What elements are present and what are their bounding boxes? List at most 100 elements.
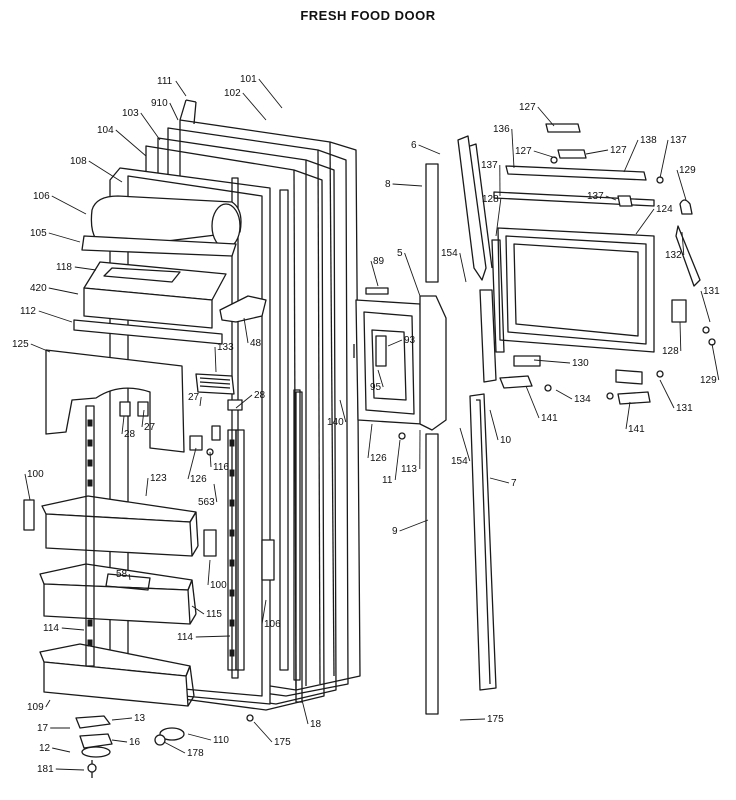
callout-c181: 181 bbox=[37, 764, 54, 775]
callout-c126a: 126 bbox=[190, 474, 207, 485]
leader-c100b bbox=[207, 559, 211, 586]
callout-c154a: 154 bbox=[441, 248, 458, 259]
callout-c93: 93 bbox=[404, 335, 416, 346]
callout-c129a: 129 bbox=[679, 165, 696, 176]
leader-c127a bbox=[537, 106, 555, 127]
leader-c103 bbox=[140, 112, 161, 141]
leader-c48 bbox=[243, 317, 249, 344]
callout-c13: 13 bbox=[134, 713, 146, 724]
callout-c125: 125 bbox=[12, 339, 29, 350]
bracket-48 bbox=[219, 295, 267, 323]
callout-c8a: 8 bbox=[385, 179, 391, 190]
leader-c105 bbox=[48, 232, 81, 243]
callout-c111: 111 bbox=[157, 76, 173, 87]
leader-c28a bbox=[235, 394, 253, 409]
leader-c27a bbox=[199, 396, 202, 407]
leader-c116 bbox=[209, 451, 212, 468]
leader-c129a bbox=[676, 169, 687, 201]
callout-c138: 138 bbox=[640, 135, 657, 146]
callout-c141a: 141 bbox=[541, 413, 558, 424]
callout-c128a: 128 bbox=[482, 194, 499, 205]
callout-c178: 178 bbox=[187, 748, 204, 759]
leader-c124 bbox=[635, 208, 655, 235]
callout-c115: 115 bbox=[206, 609, 222, 620]
leader-c16 bbox=[111, 739, 128, 743]
callout-c11: 11 bbox=[382, 475, 393, 486]
callout-c116: 116 bbox=[213, 462, 229, 473]
callout-c130: 130 bbox=[572, 358, 589, 369]
callout-c132: 132 bbox=[665, 250, 682, 261]
callout-c105: 105 bbox=[30, 228, 47, 239]
leader-c115 bbox=[191, 605, 205, 615]
callout-c103: 103 bbox=[122, 108, 139, 119]
leader-c106a bbox=[51, 195, 87, 215]
leader-c11 bbox=[394, 439, 401, 481]
callout-c89: 89 bbox=[373, 256, 385, 267]
callout-c127b: 127 bbox=[515, 146, 532, 157]
callout-c104: 104 bbox=[97, 125, 114, 136]
leader-c100a bbox=[24, 473, 31, 501]
leader-c118 bbox=[74, 266, 97, 271]
callout-c137c: 137 bbox=[587, 191, 604, 202]
leader-c58 bbox=[128, 573, 131, 581]
rail-112 bbox=[73, 319, 223, 345]
callout-c118: 118 bbox=[56, 262, 72, 273]
leader-c910 bbox=[169, 102, 179, 121]
dispenser-frame bbox=[353, 287, 423, 425]
dispenser-133 bbox=[195, 373, 235, 395]
callout-c106b: 106 bbox=[264, 619, 281, 630]
leader-c125 bbox=[30, 343, 51, 353]
door-bin-123 bbox=[41, 495, 199, 557]
leader-c111 bbox=[175, 80, 187, 97]
leader-c137a bbox=[659, 139, 669, 179]
leader-c27b bbox=[141, 409, 145, 428]
callout-c106a: 106 bbox=[33, 191, 50, 202]
dispenser-door-frame bbox=[491, 227, 655, 353]
leader-c138 bbox=[623, 139, 639, 173]
callout-c27b: 27 bbox=[144, 422, 156, 433]
panel-125 bbox=[45, 349, 185, 453]
leader-c131b bbox=[659, 379, 675, 409]
leader-c95 bbox=[377, 369, 384, 388]
door-bin-115 bbox=[39, 563, 197, 625]
callout-c140: 140 bbox=[327, 417, 344, 428]
callout-c110: 110 bbox=[213, 735, 229, 746]
leader-c112 bbox=[38, 310, 73, 323]
leader-c178 bbox=[163, 741, 186, 754]
leader-c18 bbox=[301, 699, 309, 725]
leader-c132 bbox=[681, 231, 685, 256]
leader-c181 bbox=[55, 768, 85, 771]
callout-c154b: 154 bbox=[451, 456, 468, 467]
leader-c10 bbox=[489, 409, 499, 441]
callout-c127a: 127 bbox=[519, 102, 536, 113]
leader-c420 bbox=[48, 287, 79, 295]
leader-c130 bbox=[533, 359, 571, 364]
callout-c12: 12 bbox=[39, 743, 51, 754]
callout-c131a: 131 bbox=[703, 286, 720, 297]
leader-c6 bbox=[418, 144, 441, 155]
leader-c89 bbox=[370, 260, 379, 287]
rail-slots bbox=[87, 419, 235, 657]
leader-c5 bbox=[404, 252, 421, 297]
callout-c48: 48 bbox=[250, 338, 262, 349]
top-bar bbox=[493, 123, 664, 207]
leader-c114b bbox=[195, 635, 231, 638]
callout-c28a: 28 bbox=[254, 390, 266, 401]
callout-c109: 109 bbox=[27, 702, 44, 713]
callout-c127c: 127 bbox=[610, 145, 627, 156]
leader-c133 bbox=[214, 346, 217, 373]
leader-c28b bbox=[121, 415, 125, 435]
leader-c154b bbox=[459, 427, 471, 462]
leader-c140 bbox=[339, 399, 347, 423]
strip-18 bbox=[295, 391, 303, 703]
leader-c9 bbox=[399, 519, 429, 532]
tray-420 bbox=[83, 261, 227, 329]
callout-c100a: 100 bbox=[27, 469, 44, 480]
leader-c110 bbox=[187, 733, 212, 741]
callout-c16: 16 bbox=[129, 737, 141, 748]
leader-c104 bbox=[115, 129, 147, 157]
callout-c131b: 131 bbox=[676, 403, 693, 414]
callout-c136: 136 bbox=[493, 124, 510, 135]
callout-c124: 124 bbox=[656, 204, 673, 215]
